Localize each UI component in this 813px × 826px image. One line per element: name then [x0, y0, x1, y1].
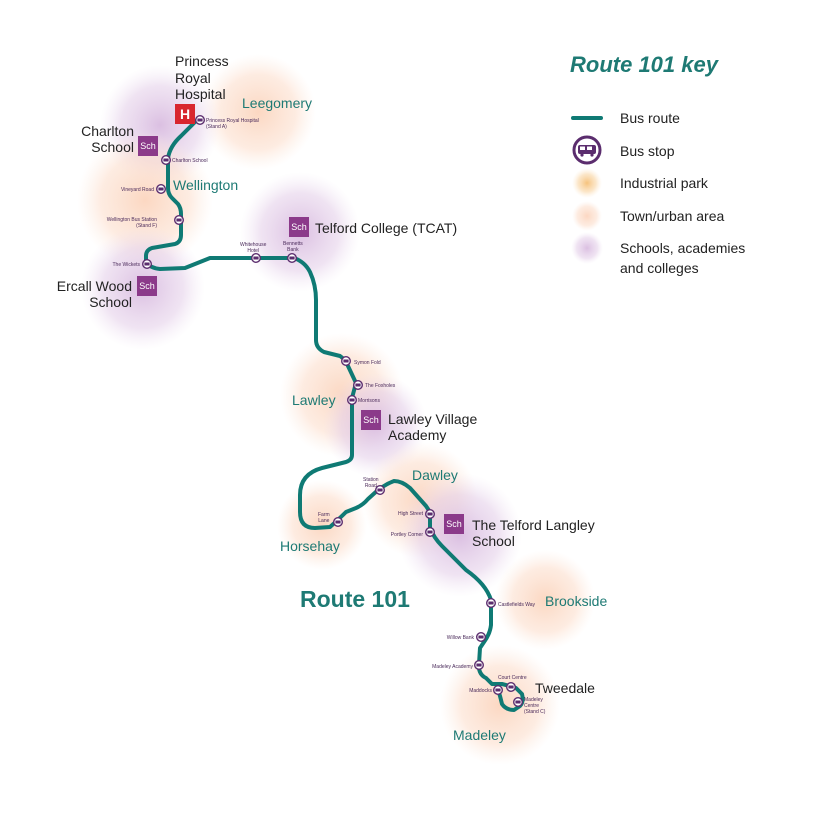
stop-label-charlton-school: Charlton School — [172, 158, 208, 164]
lawley-academy-icon: Sch — [361, 410, 381, 430]
bus-stop-wellington-bus-station — [173, 214, 184, 225]
stop-label-symon-fold: Symon Fold — [354, 360, 381, 366]
schools-area-icon — [571, 232, 603, 264]
place-madeley: Madeley — [453, 727, 506, 743]
key-schools-area-label: Schools, academies — [620, 240, 746, 256]
stop-label-castlefields-way: Castlefields Way — [498, 602, 536, 608]
urban-area-horsehay — [277, 480, 367, 570]
stop-label-court-centre: Court Centre — [498, 675, 527, 681]
hospital-name-line1: Princess — [175, 53, 229, 69]
key-title: Route 101 key — [570, 52, 718, 77]
bus-stop-vineyard-road — [155, 183, 166, 194]
hospital-icon: H — [175, 104, 195, 124]
bus-stop-princess-royal — [194, 114, 205, 125]
stop-label-high-street: High Street — [397, 511, 423, 517]
langley-school-name-line2: School — [472, 533, 515, 549]
ercall-wood-name-line1: Ercall Wood — [56, 278, 132, 294]
bus-stop-the-wickets — [141, 259, 152, 270]
charlton-school-icon: Sch — [138, 136, 158, 156]
stop-label-willow-bank: Willow Bank — [446, 635, 474, 641]
route-title: Route 101 — [300, 586, 410, 612]
stop-label-princess-royal: Princess Royal Hospital(Stand A) — [206, 118, 259, 130]
langley-school-icon: Sch — [444, 514, 464, 534]
urban-area-madeley — [440, 645, 560, 765]
key-urban-area-label: Town/urban area — [620, 208, 725, 224]
bus-stop-station-road — [375, 485, 386, 496]
stop-label-portley-corner: Portley Corner — [390, 532, 423, 538]
stop-label-morrisons: Morrisons — [358, 398, 380, 404]
tcat-name: Telford College (TCAT) — [315, 220, 458, 236]
key-bus-stop-label: Bus stop — [620, 143, 675, 159]
hospital-name-line2: Royal — [175, 70, 211, 86]
bus-stop-bennetts-bank — [287, 252, 298, 263]
bus-stop-castlefields-way — [486, 598, 497, 609]
bus-stop-court-centre — [506, 682, 517, 693]
stop-label-maddocks: Maddocks — [469, 688, 492, 694]
urban-area-brookside — [495, 550, 595, 650]
bus-stop-farm-lane — [333, 517, 344, 528]
place-horsehay: Horsehay — [280, 538, 340, 554]
area-blobs — [77, 54, 595, 765]
stop-label-the-wickets: The Wickets — [112, 262, 140, 268]
charlton-school-name-line2: School — [91, 139, 134, 155]
bus-stop-madeley-academy — [474, 660, 485, 671]
urban-area-leegomery — [200, 54, 316, 170]
bus-stop-maddocks — [493, 685, 504, 696]
ercall-wood-name-line2: School — [89, 294, 132, 310]
place-leegomery: Leegomery — [242, 95, 313, 111]
bus-stop-high-street — [425, 509, 436, 520]
bus-stop-whitehouse-hotel — [250, 252, 261, 263]
bus-stop-willow-bank — [476, 632, 487, 643]
stop-label-wellington-bus-station: Wellington Bus Station(Stand F) — [106, 217, 157, 229]
schools-area-langley — [398, 473, 522, 597]
place-wellington: Wellington — [173, 177, 239, 193]
place-lawley: Lawley — [292, 392, 336, 408]
industrial-park-icon — [572, 168, 602, 198]
langley-school-name-line1: The Telford Langley — [472, 517, 595, 533]
ercall-wood-icon: Sch — [137, 276, 157, 296]
bus-stop-portley-corner — [425, 527, 436, 538]
key-bus-route-label: Bus route — [620, 110, 680, 126]
key-schools-area-label-2: and colleges — [620, 260, 699, 276]
key-industrial-park-label: Industrial park — [620, 175, 708, 191]
bus-stop-the-foxholes — [353, 380, 364, 391]
bus-stops — [141, 114, 524, 708]
lawley-academy-name-line1: Lawley Village — [388, 411, 478, 427]
stop-label-madeley-academy: Madeley Academy — [432, 664, 473, 670]
stop-label-vineyard-road: Vineyard Road — [121, 187, 154, 193]
charlton-school-name-line1: Charlton — [81, 123, 134, 139]
place-dawley: Dawley — [412, 467, 458, 483]
place-tweedale: Tweedale — [535, 680, 595, 696]
place-brookside: Brookside — [545, 593, 608, 609]
tcat-icon: Sch — [289, 217, 309, 237]
bus-stop-madeley-centre — [513, 697, 524, 708]
bus-stop-icon — [572, 135, 602, 165]
hospital-name-line3: Hospital — [175, 86, 226, 102]
bus-stop-charlton-school — [160, 154, 171, 165]
bus-stop-symon-fold — [341, 356, 352, 367]
lawley-academy-name-line2: Academy — [388, 427, 447, 443]
stop-label-the-foxholes: The Foxholes — [365, 383, 396, 389]
bus-stop-morrisons — [347, 395, 358, 406]
urban-area-icon — [572, 201, 602, 231]
